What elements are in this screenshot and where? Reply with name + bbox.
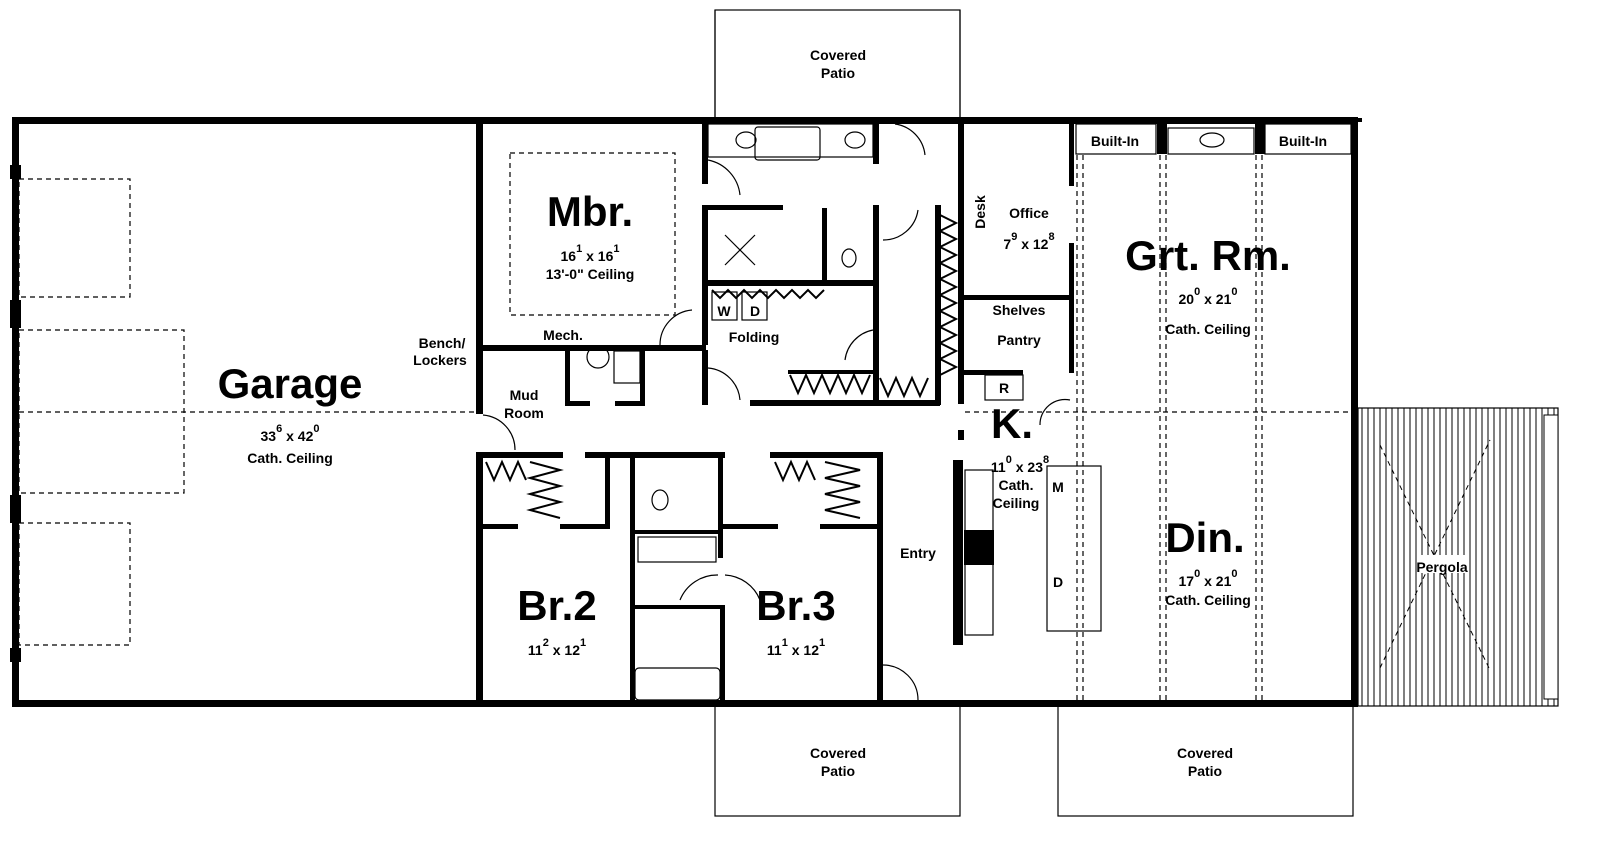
covered-patio-bottom-right: [1057, 705, 1354, 817]
room-dining: Din. 170 x 210 Cath. Ceiling: [1165, 514, 1251, 608]
svg-text:Br.3: Br.3: [756, 582, 835, 629]
washer-icon: [711, 291, 738, 321]
svg-text:Covered: Covered: [810, 745, 866, 761]
label-washer: W: [717, 303, 731, 319]
label-pantry: Pantry: [997, 332, 1041, 348]
bathtub-icon: [634, 667, 721, 701]
beam-lines: [509, 152, 1263, 700]
pergola-deck: [1357, 407, 1559, 707]
label-dryer: D: [750, 303, 760, 319]
svg-text:200 x 210: 200 x 210: [1179, 286, 1238, 307]
label-desk: Desk: [972, 195, 988, 229]
sink-icon: [844, 131, 866, 149]
svg-text:K.: K.: [991, 400, 1033, 447]
svg-text:Patio: Patio: [1188, 763, 1222, 779]
doors: [482, 123, 1071, 701]
sink-icon: [735, 131, 757, 149]
label-bench-lockers: Bench/: [419, 335, 466, 351]
svg-text:Garage: Garage: [218, 360, 363, 407]
room-great-room: Grt. Rm. 200 x 210 Cath. Ceiling: [1125, 232, 1291, 337]
svg-text:161 x 161: 161 x 161: [561, 243, 620, 264]
water-heater-icon: [586, 345, 610, 369]
svg-text:Cath. Ceiling: Cath. Ceiling: [247, 450, 333, 466]
label-microwave: M: [1052, 479, 1064, 495]
label-built-in-left: Built-In: [1091, 133, 1139, 149]
kitchen-island: [1046, 465, 1102, 632]
svg-text:Br.2: Br.2: [517, 582, 596, 629]
svg-text:Patio: Patio: [821, 65, 855, 81]
svg-text:79 x 128: 79 x 128: [1003, 231, 1054, 252]
label-covered-patio-bottom-left: Covered Patio: [810, 745, 866, 779]
svg-text:Grt. Rm.: Grt. Rm.: [1125, 232, 1291, 279]
svg-text:111 x 121: 111 x 121: [767, 637, 825, 658]
label-covered-patio-top: Covered Patio: [810, 47, 866, 81]
svg-text:Office: Office: [1009, 205, 1049, 221]
label-covered-patio-bottom-right: Covered Patio: [1177, 745, 1233, 779]
room-kitchen: K. 110 x 238 Cath. Ceiling: [991, 400, 1049, 511]
svg-text:Cath. Ceiling: Cath. Ceiling: [1165, 592, 1251, 608]
label-folding: Folding: [729, 329, 780, 345]
toilet-icon: [651, 489, 669, 511]
label-pergola: Pergola: [1416, 559, 1468, 575]
svg-text:13'-0" Ceiling: 13'-0" Ceiling: [546, 266, 635, 282]
room-office: Office 79 x 128: [1003, 205, 1054, 252]
svg-text:112 x 121: 112 x 121: [528, 637, 586, 658]
svg-text:336 x 420: 336 x 420: [261, 423, 320, 444]
closets: [485, 214, 959, 519]
room-br2: Br.2 112 x 121: [517, 582, 596, 658]
label-mud-room: Mud: [510, 387, 539, 403]
exterior-walls: [10, 117, 1358, 707]
label-refrigerator: R: [999, 380, 1009, 396]
svg-text:Cath.: Cath.: [999, 477, 1034, 493]
fireplace-icon: [1199, 132, 1225, 148]
room-garage: Garage 336 x 420 Cath. Ceiling: [218, 360, 363, 466]
label-shelves: Shelves: [993, 302, 1046, 318]
cooktop-icon: [964, 530, 994, 565]
svg-text:Cath. Ceiling: Cath. Ceiling: [1165, 321, 1251, 337]
garage-parking-outlines: [18, 178, 1351, 646]
dryer-icon: [741, 291, 768, 321]
room-mbr: Mbr. 161 x 161 13'-0" Ceiling: [546, 188, 635, 282]
svg-text:Din.: Din.: [1165, 514, 1244, 561]
svg-text:110 x 238: 110 x 238: [991, 454, 1049, 475]
label-mech: Mech.: [543, 327, 583, 343]
label-dishwasher: D: [1053, 574, 1063, 590]
toilet-icon: [841, 248, 857, 268]
fixtures: [586, 123, 1352, 701]
label-built-in-right: Built-In: [1279, 133, 1327, 149]
label-mud-room-2: Room: [504, 405, 544, 421]
svg-text:Covered: Covered: [1177, 745, 1233, 761]
svg-text:Covered: Covered: [810, 47, 866, 63]
label-entry: Entry: [900, 545, 936, 561]
svg-text:Patio: Patio: [821, 763, 855, 779]
svg-text:170 x 210: 170 x 210: [1179, 568, 1238, 589]
svg-text:Mbr.: Mbr.: [547, 188, 633, 235]
room-br3: Br.3 111 x 121: [756, 582, 835, 658]
covered-patio-bottom-left: [714, 705, 961, 817]
label-bench-lockers-2: Lockers: [413, 352, 467, 368]
svg-text:Ceiling: Ceiling: [993, 495, 1040, 511]
